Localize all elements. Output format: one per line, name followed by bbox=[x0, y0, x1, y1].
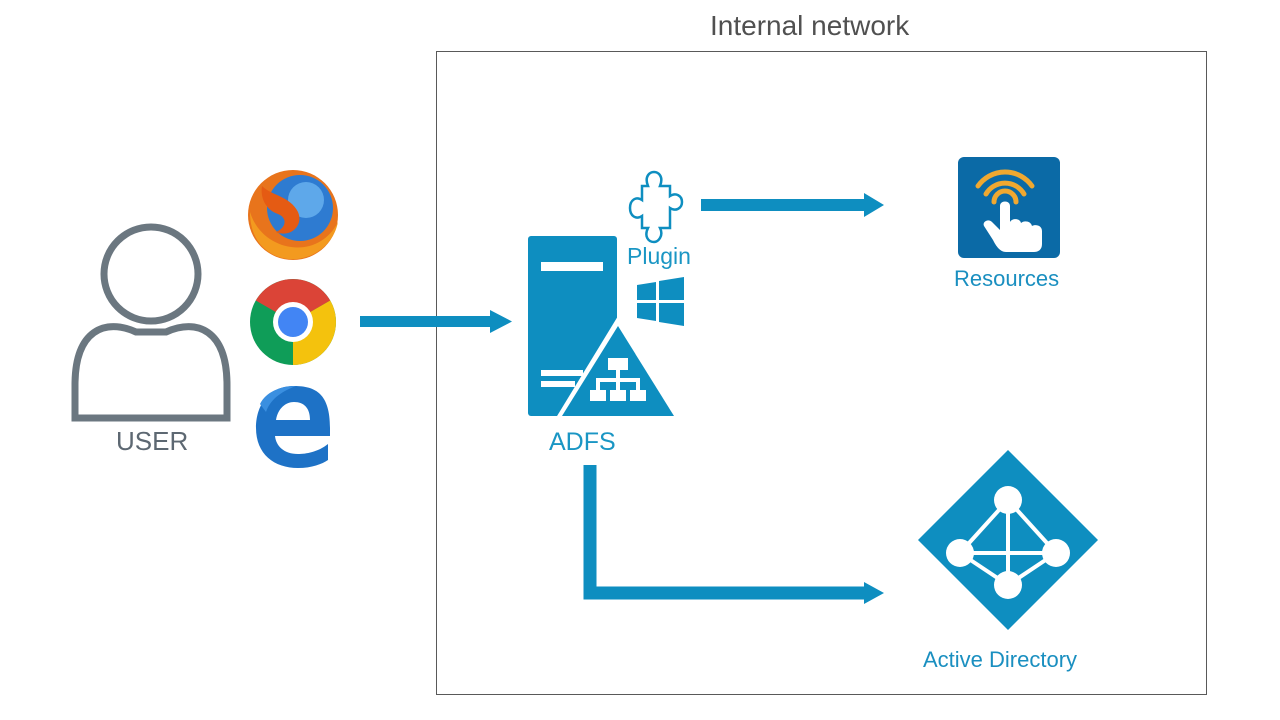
hierarchy-icon bbox=[554, 316, 682, 421]
user-label: USER bbox=[116, 426, 189, 456]
arrow-plugin-to-resources bbox=[701, 193, 884, 217]
puzzle-icon bbox=[628, 170, 684, 244]
active-directory-icon bbox=[918, 450, 1098, 630]
edge-icon bbox=[256, 386, 330, 468]
arrow-browsers-to-adfs bbox=[360, 310, 512, 333]
active-directory-label: Active Directory bbox=[923, 647, 1078, 672]
windows-icon bbox=[637, 277, 684, 326]
chrome-icon bbox=[250, 279, 336, 365]
user-icon bbox=[71, 223, 231, 422]
resources-label: Resources bbox=[954, 266, 1060, 291]
touch-signal-icon bbox=[958, 157, 1060, 258]
internal-network-title: Internal network bbox=[710, 10, 910, 41]
internal-network-boundary bbox=[436, 51, 1207, 695]
plugin-label: Plugin bbox=[627, 243, 691, 269]
arrow-adfs-to-active-directory bbox=[583, 465, 884, 604]
firefox-icon bbox=[248, 170, 338, 260]
adfs-label: ADFS bbox=[549, 428, 616, 456]
